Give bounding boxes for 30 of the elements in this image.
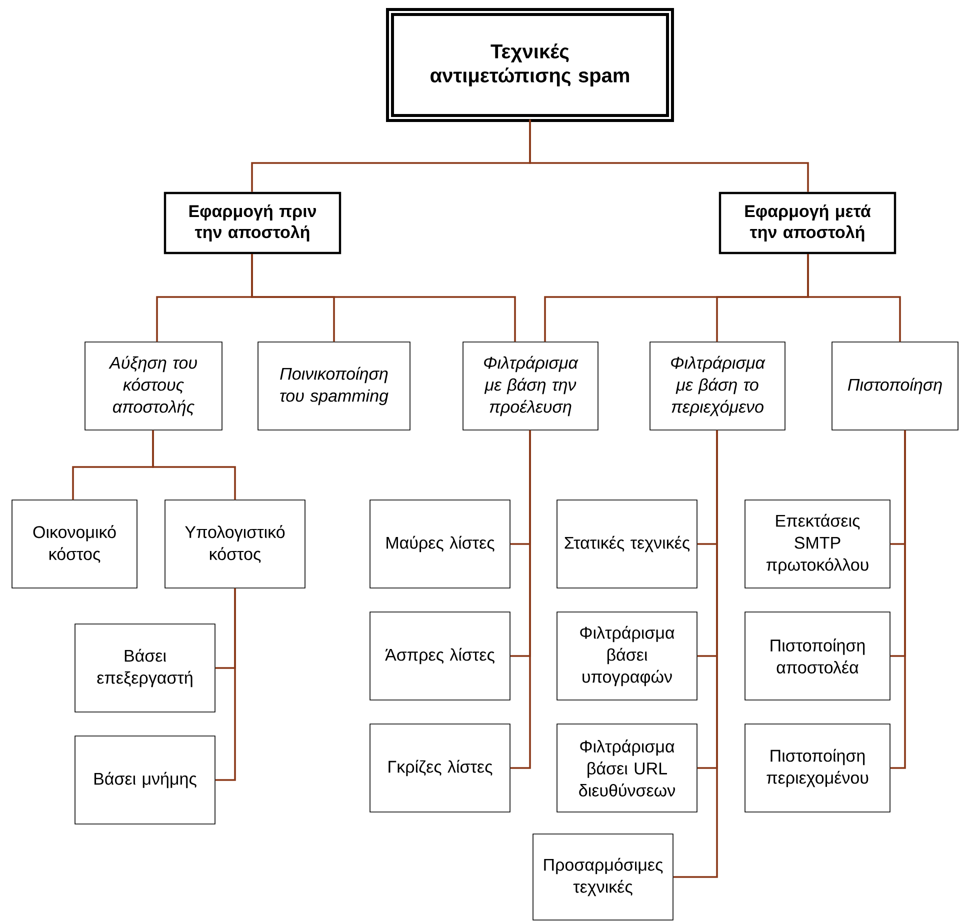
method-box: Οικονομικό κόστος bbox=[12, 500, 138, 588]
connector bbox=[529, 120, 809, 192]
method-box: Φιλτράρισμα βάσει υπογραφών bbox=[556, 612, 698, 700]
category-box: Εφαρμογή πριν την αποστολή bbox=[164, 192, 342, 254]
connector bbox=[152, 430, 236, 500]
technique-box: Πιστοποίηση bbox=[832, 342, 958, 430]
method-box: Φιλτράρισμα βάσει URL διευθύνσεων bbox=[556, 724, 698, 812]
technique-box: Φιλτράρισμα με βάση την προέλευση bbox=[462, 342, 598, 430]
method-box: Επεκτάσεις SMTP πρωτοκόλλου bbox=[744, 500, 890, 588]
connector bbox=[510, 430, 531, 769]
title-box: Τεχνικές αντιμετώπισης spam bbox=[386, 8, 674, 122]
connector bbox=[890, 430, 906, 769]
technique-box: Φιλτράρισμα με βάση το περιεχόμενο bbox=[650, 342, 786, 430]
method-box: Γκρίζες λίστες bbox=[370, 724, 510, 812]
connector bbox=[215, 588, 236, 781]
method-box: Προσαρμόσιμες τεχνικές bbox=[532, 834, 674, 920]
method-box: Στατικές τεχνικές bbox=[556, 500, 698, 588]
method-box: Μαύρες λίστες bbox=[370, 500, 510, 588]
connector bbox=[251, 254, 516, 342]
method-box: Βάσει μνήμης bbox=[74, 736, 216, 824]
method-box: Υπολογιστικό κόστος bbox=[164, 500, 306, 588]
connector bbox=[807, 254, 901, 342]
method-box: Πιστοποίηση αποστολέα bbox=[744, 612, 890, 700]
method-box: Άσπρες λίστες bbox=[370, 612, 510, 700]
category-box: Εφαρμογή μετά την αποστολή bbox=[718, 192, 896, 254]
connector bbox=[673, 430, 718, 878]
method-box: Πιστοποίηση περιεχομένου bbox=[744, 724, 890, 812]
method-box: Βάσει επεξεργαστή bbox=[74, 624, 216, 712]
technique-box: Αύξηση του κόστους αποστολής bbox=[84, 342, 222, 430]
technique-box: Ποινικοποίηση του spamming bbox=[258, 342, 410, 430]
